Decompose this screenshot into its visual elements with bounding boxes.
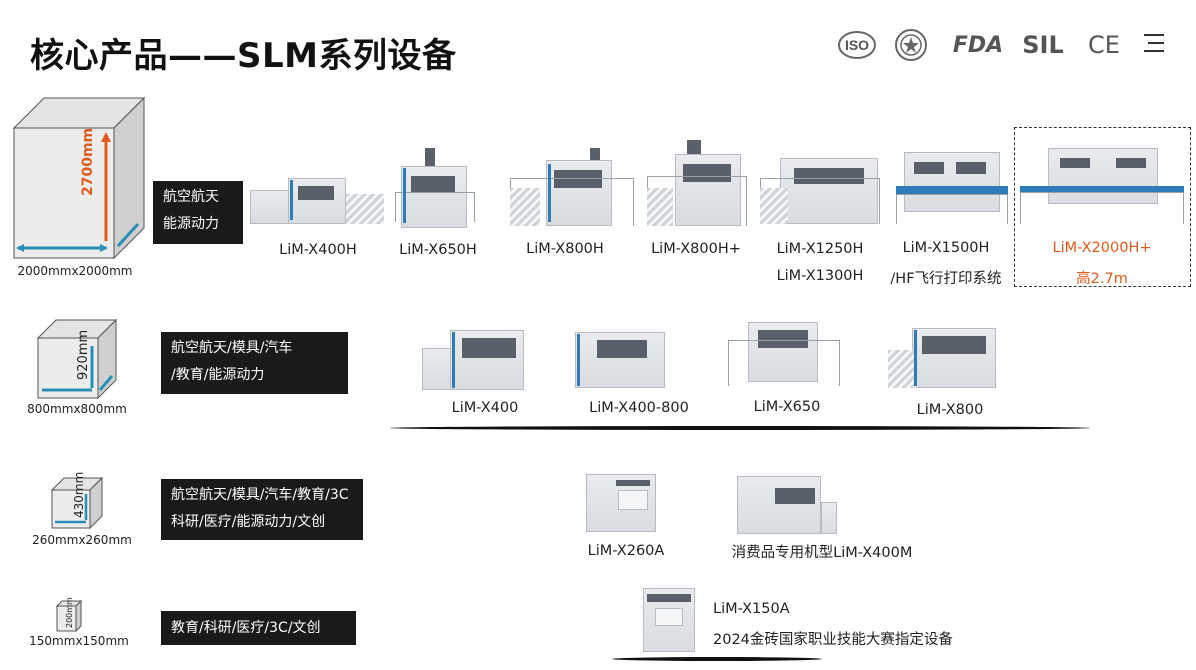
height-label: 920mm (76, 329, 91, 380)
shelf-line (612, 657, 822, 661)
model-height-note: 高2.7m (1076, 271, 1128, 287)
iso-icon: ISO (836, 28, 878, 62)
industry-line: 航空航天/模具/汽车/教育/3C (171, 487, 349, 503)
model-name: LiM-X400 (451, 400, 519, 416)
model-name: LiM-X1500H (902, 240, 990, 256)
model-name: LiM-X800H+ (651, 241, 741, 257)
model-award-note: 2024金砖国家职业技能大赛指定设备 (713, 632, 953, 648)
size-label: 260mmx260mm (32, 533, 132, 547)
model-name: LiM-X650H (399, 242, 477, 258)
machine-image-lim-x400h (250, 172, 385, 224)
model-name: LiM-X400H (279, 242, 357, 258)
build-volume-cube-tiny: 200mm (55, 597, 83, 633)
height-label: 200mm (65, 597, 74, 628)
highlight-frame (1014, 127, 1191, 287)
model-name: LiM-X800H (526, 241, 604, 257)
industry-line: 航空航天/模具/汽车 (171, 340, 293, 356)
model-name-highlight: LiM-X2000H+ (1052, 240, 1152, 256)
machine-image-lim-x800h-plus (647, 140, 749, 228)
industry-line: 科研/医疗/能源动力/文创 (171, 514, 326, 530)
machine-image-lim-x800 (888, 320, 998, 390)
model-name: LiM-X150A (713, 601, 790, 617)
fda-icon: FDA (952, 32, 1004, 58)
model-name: 消费品专用机型LiM-X400M (731, 545, 913, 561)
industry-tag: 航空航天/模具/汽车/教育/3C 科研/医疗/能源动力/文创 (161, 479, 363, 540)
size-label: 2000mmx2000mm (17, 264, 133, 278)
industry-line: /教育/能源动力 (171, 367, 265, 383)
model-name: LiM-X800 (916, 402, 984, 418)
sil-icon: SIL (1022, 31, 1064, 59)
machine-image-lim-x650 (728, 314, 840, 388)
machine-image-lim-x650h (395, 148, 480, 228)
model-name: LiM-X650 (753, 399, 821, 415)
machine-image-lim-x800h (510, 148, 635, 228)
industry-line: 能源动力 (163, 216, 219, 232)
machine-image-lim-x400-800 (575, 322, 667, 388)
size-label: 800mmx800mm (27, 402, 127, 416)
build-volume-cube-large: 2700mm (10, 96, 146, 260)
build-volume-cube-small: 430mm (50, 472, 104, 530)
machine-image-lim-x1250h (760, 148, 880, 228)
industry-tag: 航空航天/模具/汽车 /教育/能源动力 (161, 332, 348, 394)
ce-icon: CE (1088, 31, 1120, 59)
machine-image-lim-x2000h-plus (1020, 138, 1184, 226)
iso-label: ISO (845, 37, 869, 53)
machine-image-lim-x400m (737, 476, 837, 534)
build-volume-cube-medium: 920mm (36, 318, 120, 402)
machine-image-lim-x260a (586, 474, 656, 532)
size-label: 150mmx150mm (29, 634, 129, 648)
model-name: LiM-X1250H (776, 241, 864, 257)
model-name: LiM-X260A (587, 543, 665, 559)
model-name: LiM-X1300H (776, 268, 864, 284)
height-label: 2700mm (80, 127, 96, 196)
machine-image-lim-x400 (422, 322, 526, 390)
machine-image-lim-x150a (643, 588, 695, 652)
seal-icon (893, 28, 929, 62)
industry-tag: 教育/科研/医疗/3C/文创 (161, 611, 356, 645)
machine-image-lim-x1500h (896, 148, 1008, 228)
industry-line: 教育/科研/医疗/3C/文创 (171, 620, 321, 636)
model-name: /HF飞行打印系统 (890, 271, 1002, 287)
page-title: 核心产品——SLM系列设备 (30, 36, 457, 76)
shelf-line (390, 426, 1090, 430)
model-name: LiM-X400-800 (589, 400, 689, 416)
height-label: 430mm (72, 471, 86, 518)
industry-line: 航空航天 (163, 189, 219, 205)
menu-icon (1140, 30, 1166, 56)
industry-tag: 航空航天 能源动力 (153, 181, 243, 244)
